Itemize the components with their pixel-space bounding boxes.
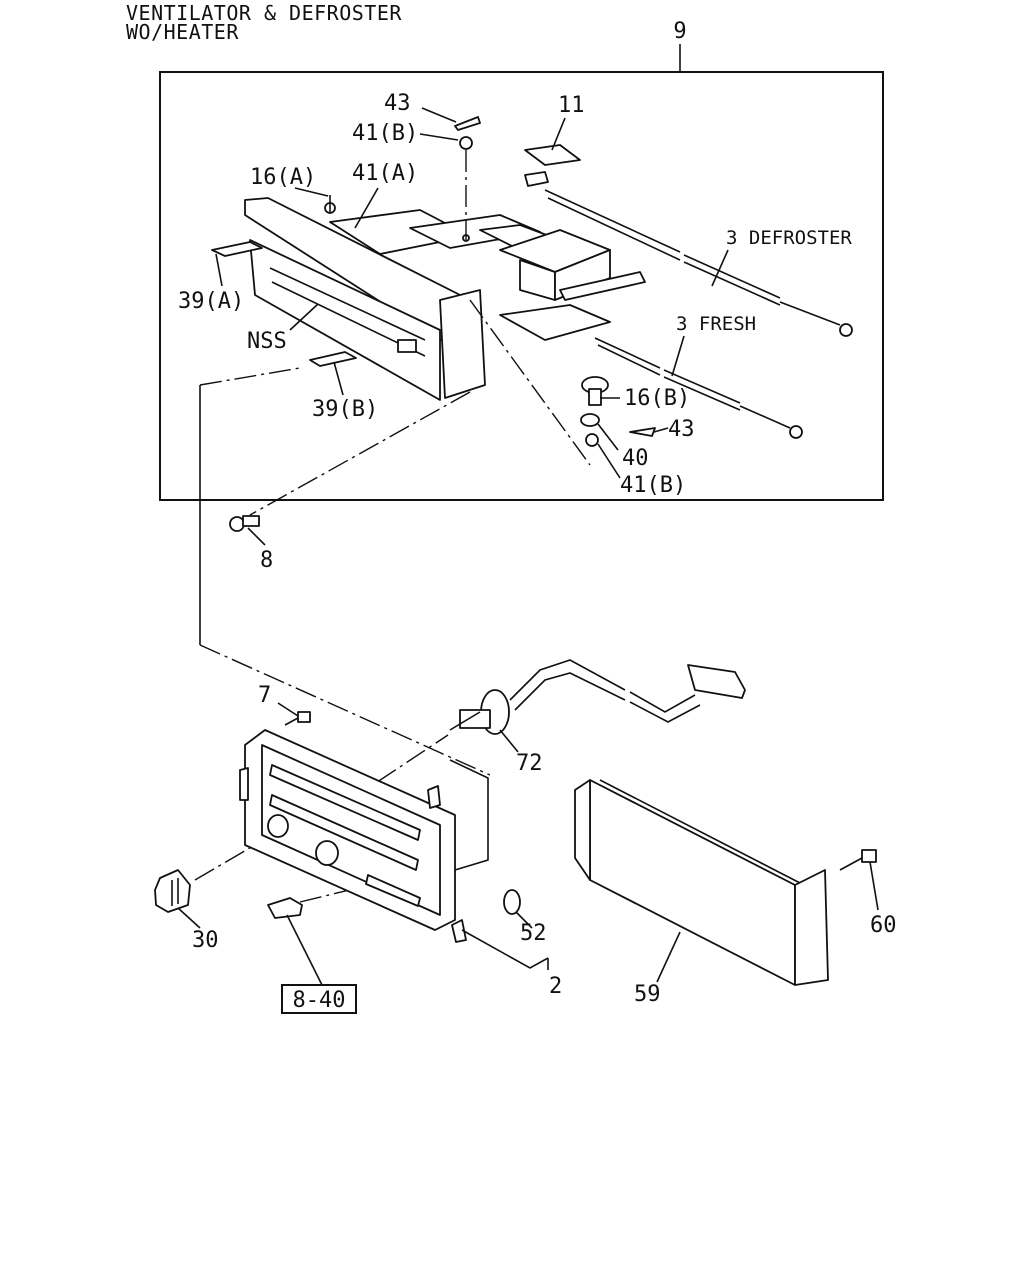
screw-60 (839, 849, 877, 871)
align-line-7 (289, 734, 449, 841)
callout-59: 59 (634, 982, 661, 1007)
pin-43-right (629, 427, 656, 437)
align-line-6 (199, 644, 491, 776)
callout-nss: NSS (247, 329, 287, 354)
callout-39a: 39(A) (178, 289, 244, 314)
control-bracket-assembly (211, 144, 646, 401)
assembly-frame (159, 71, 884, 501)
callout-72: 72 (516, 751, 543, 776)
callout-11: 11 (558, 93, 585, 118)
knob-16b (581, 376, 609, 406)
align-line-9 (299, 884, 371, 903)
callout-41a: 41(A) (352, 161, 418, 186)
callout-39b: 39(B) (312, 397, 378, 422)
cable-fresh (594, 337, 803, 439)
callout-60: 60 (870, 913, 897, 938)
knob-30 (154, 869, 191, 913)
callout-2: 2 (549, 974, 562, 999)
callout-43-top: 43 (384, 91, 411, 116)
screw-7 (284, 711, 311, 726)
ref-box-8-40 (281, 984, 357, 1014)
callout-30: 30 (192, 928, 219, 953)
callout-16a: 16(A) (250, 165, 316, 190)
pin-43-top (454, 116, 481, 131)
clip-41b (585, 433, 599, 447)
align-line-3 (249, 391, 471, 516)
callout-41b-bottom: 41(B) (620, 473, 686, 498)
callout-52: 52 (520, 921, 547, 946)
callout-9: 9 (673, 19, 686, 44)
bracket-59 (574, 779, 829, 986)
callout-41b-top: 41(B) (352, 121, 418, 146)
blower-switch-72 (449, 659, 746, 735)
callout-8: 8 (260, 548, 273, 573)
ref-box-label: 8-40 (293, 988, 346, 1013)
cable-defroster (544, 189, 853, 337)
control-panel (239, 729, 489, 943)
slider-knob (267, 897, 303, 919)
leader-lines (177, 107, 879, 986)
callout-43-right: 43 (668, 417, 695, 442)
callout-7: 7 (258, 683, 271, 708)
align-line-4 (199, 367, 301, 386)
title-line-1: VENTILATOR & DEFROSTER (126, 1, 402, 25)
title-line-2: WO/HEATER (126, 20, 239, 44)
callout-3-fresh: 3 FRESH (676, 313, 756, 335)
bulb-52 (503, 889, 521, 915)
clip-41b-top (459, 136, 473, 150)
callout-16b: 16(B) (624, 386, 690, 411)
callout-40: 40 (622, 446, 649, 471)
diagram-title: VENTILATOR & DEFROSTER WO/HEATER (126, 1, 402, 44)
washer-40 (580, 413, 600, 427)
callout-3-defroster: 3 DEFROSTER (726, 227, 852, 249)
screw-8 (229, 515, 260, 532)
